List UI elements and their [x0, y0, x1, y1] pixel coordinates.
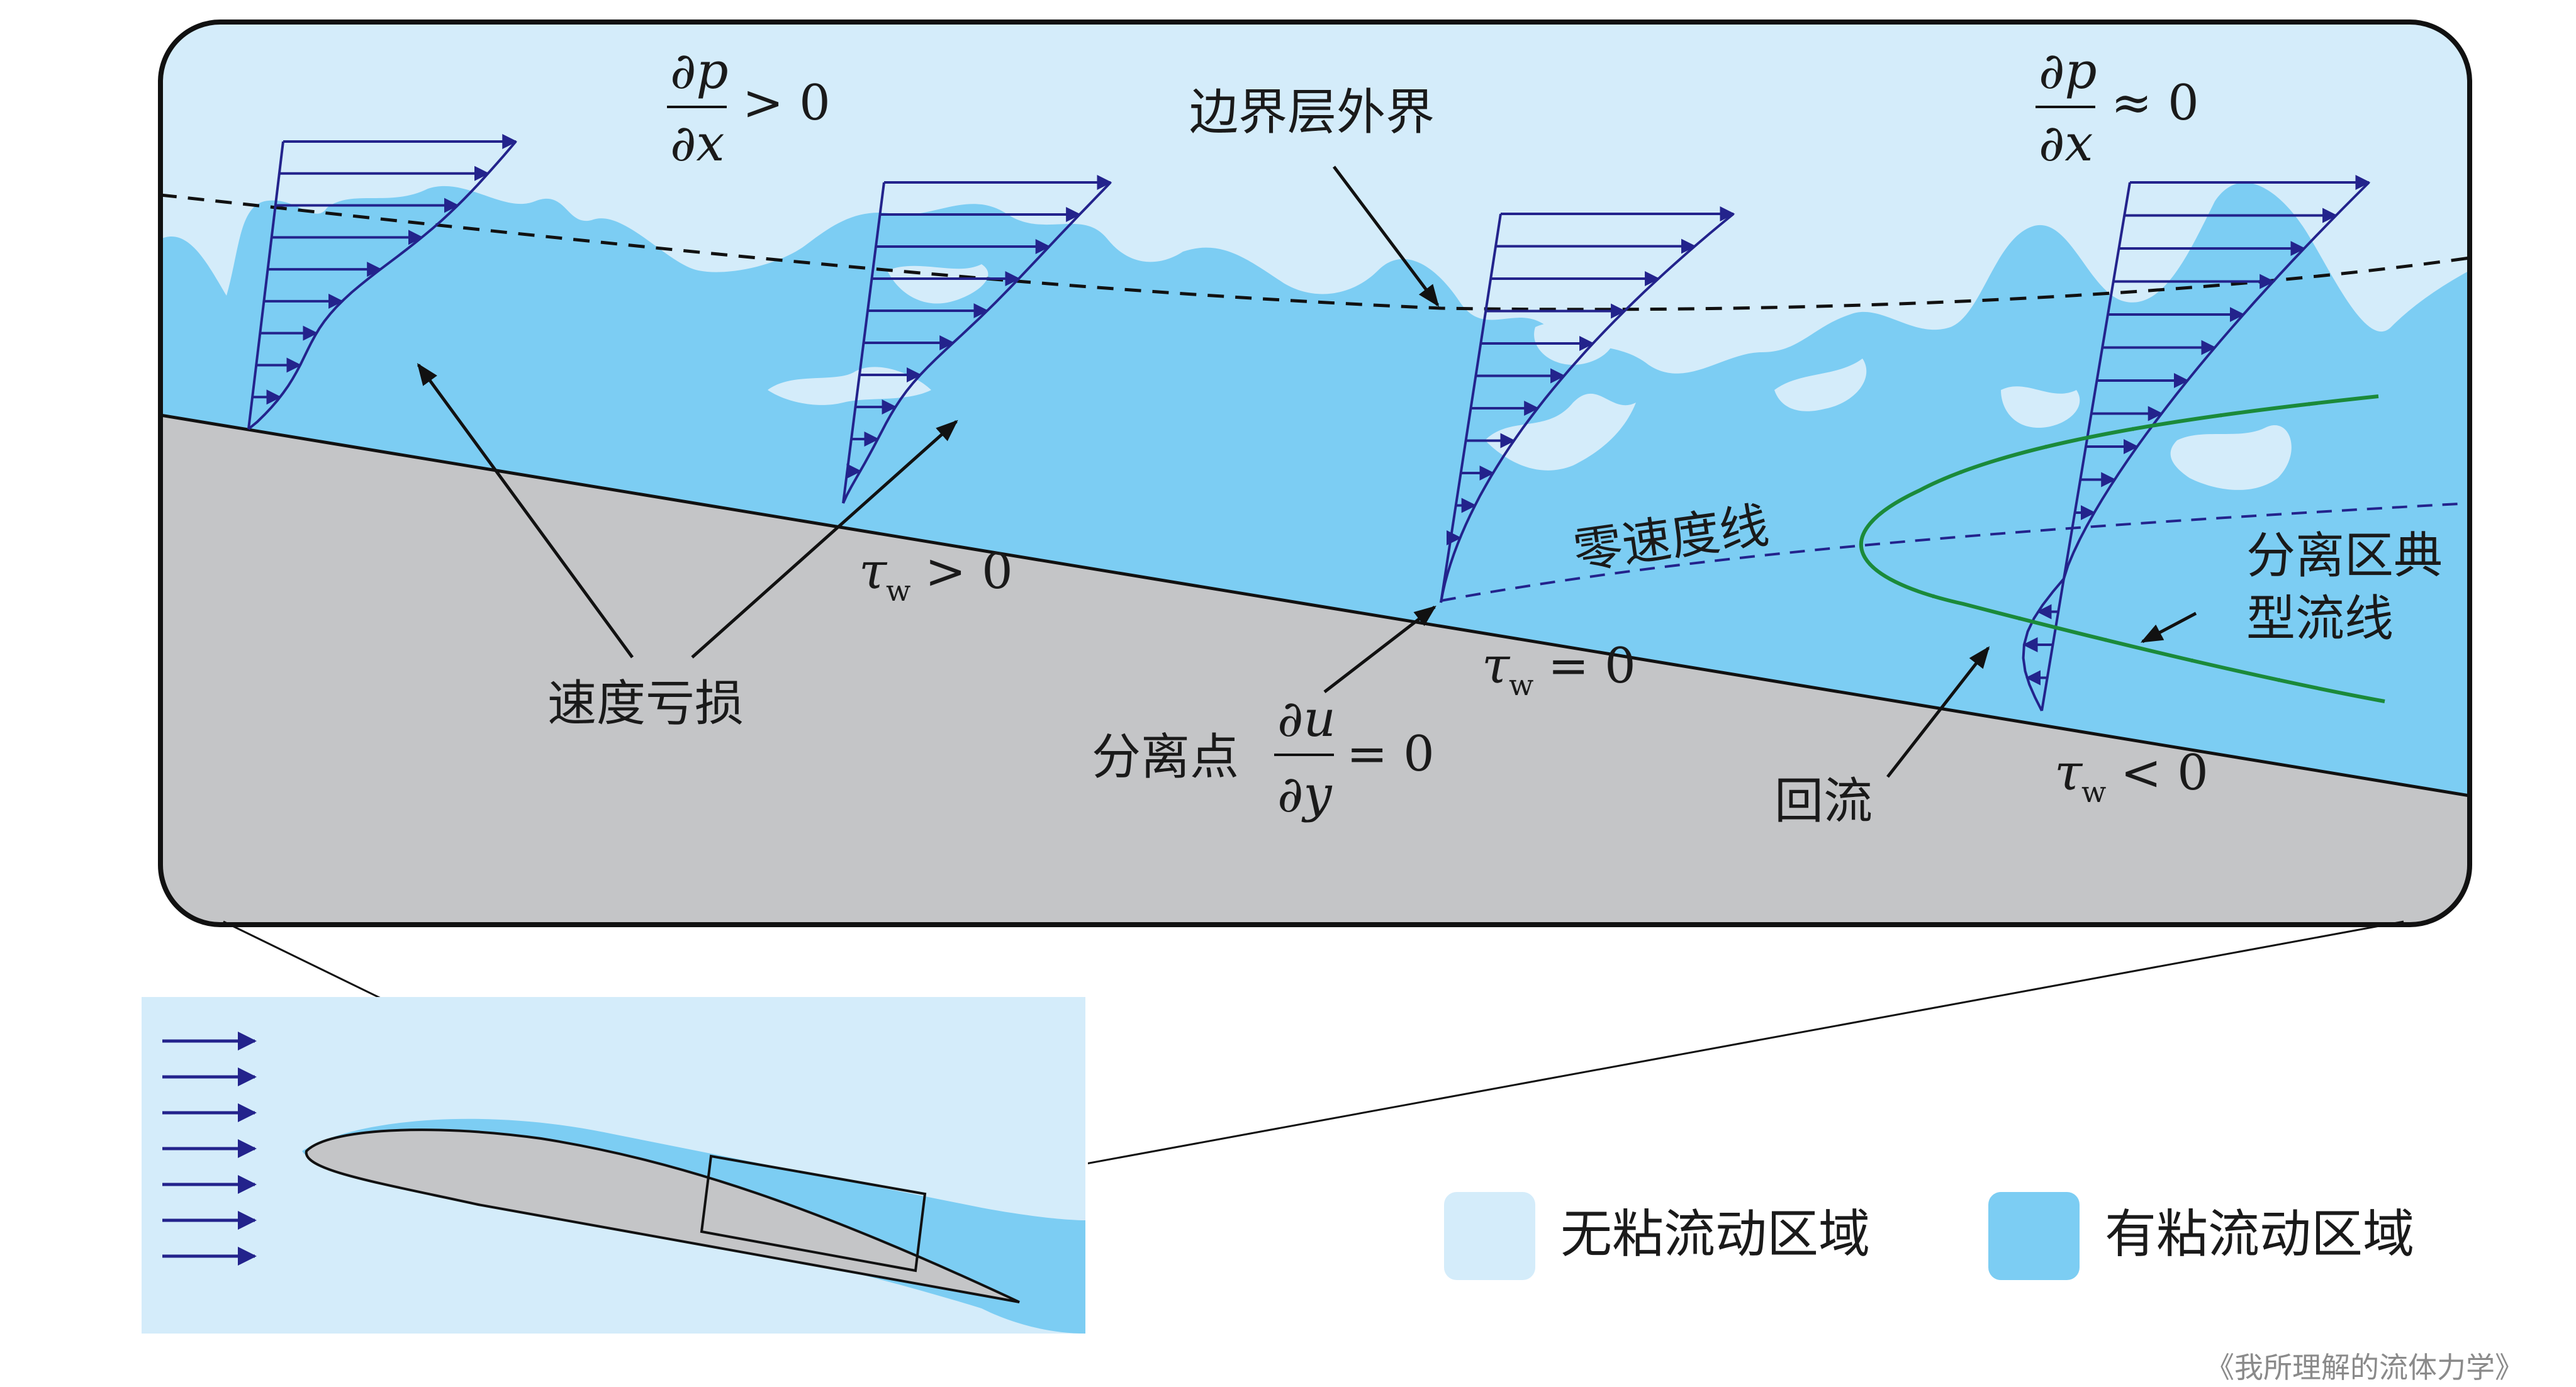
magnified-panel	[160, 22, 2470, 925]
wall-shear-positive: τ w > 0	[859, 542, 1013, 608]
dpdx-den: ∂x	[670, 114, 724, 172]
dudy-rel: = 0	[1347, 726, 1435, 783]
tau-rel: > 0	[925, 543, 1013, 600]
velocity-profile	[1440, 206, 1735, 603]
velocity-profiles	[247, 134, 2371, 711]
annotation-leaders	[417, 165, 2197, 778]
boundary-layer-edge-label: 边界层外界	[1189, 84, 1435, 141]
tau-subscript: w	[886, 574, 910, 608]
wall-surface	[160, 415, 2470, 925]
dpdx-rel: > 0	[742, 75, 831, 131]
streamline-arrow-icon	[2188, 658, 2197, 663]
dpdx-num: ∂p	[670, 42, 729, 100]
legend-swatch-viscous	[1988, 1192, 2080, 1280]
velocity-profile	[842, 175, 1112, 504]
leader-boundary-edge	[1333, 165, 1440, 307]
streamline-arrow-icon	[1957, 470, 1964, 474]
wall-shear-negative: τ w < 0	[2054, 743, 2209, 809]
viscous-region	[160, 182, 2470, 799]
tau-symbol: τ	[2054, 743, 2083, 801]
dpdx2-rel: ≈ 0	[2111, 75, 2199, 131]
streamline-arrow-icon	[2042, 444, 2049, 449]
boundary-layer-edge-line	[160, 193, 2470, 311]
tau-subscript: w	[2081, 775, 2106, 809]
freestream-arrows	[162, 1032, 257, 1266]
pressure-gradient-positive: ∂p ∂x > 0	[667, 42, 831, 172]
streamline-arrow-icon	[1930, 594, 1937, 599]
zoom-box	[700, 1154, 927, 1273]
typical-streamline-label-line1: 分离区典	[2246, 528, 2443, 584]
tau-symbol: τ	[859, 542, 888, 600]
separation-point-label: 分离点	[1092, 729, 1239, 786]
leader-deficit-2	[691, 420, 958, 659]
velocity-profile	[247, 134, 518, 430]
streamline-arrows	[1930, 401, 2312, 682]
legend: 无粘流动区域 有粘流动区域	[1444, 1192, 2414, 1280]
typical-streamline-label-line2: 型流线	[2246, 591, 2394, 647]
dpdx2-den: ∂x	[2039, 114, 2093, 172]
streamline-arrow-icon	[2129, 426, 2136, 432]
dudy-num: ∂u	[1277, 689, 1336, 748]
leader-backflow	[1886, 646, 1990, 778]
velocity-gradient-zero: ∂u ∂y = 0	[1274, 689, 1435, 823]
tau-symbol: τ	[1482, 636, 1511, 694]
leader-separation-point	[1323, 605, 1436, 693]
inviscid-inclusions	[768, 264, 2292, 490]
backflow-label: 回流	[1774, 773, 1873, 830]
pressure-gradient-zero: ∂p ∂x ≈ 0	[2036, 42, 2199, 172]
wall-shear-zero: τ w = 0	[1482, 636, 1636, 702]
legend-label-inviscid: 无粘流动区域	[1560, 1205, 1870, 1264]
legend-swatch-inviscid	[1444, 1192, 1535, 1280]
profile-envelope	[247, 140, 517, 430]
airfoil-inset	[142, 997, 1088, 1334]
wall-line	[160, 413, 2470, 798]
streamline-arrow-icon	[2275, 677, 2283, 682]
velocity-deficit-label: 速度亏损	[547, 676, 744, 732]
zoom-connector-right	[921, 920, 2404, 1195]
leader-deficit-1	[417, 363, 634, 659]
airfoil-shape	[305, 1128, 1020, 1303]
separation-streamline	[1859, 394, 2385, 703]
book-credit: 《我所理解的流体力学》	[2205, 1351, 2524, 1384]
panel-frame	[158, 19, 2472, 927]
tau-rel: = 0	[1548, 638, 1636, 694]
streamline-path	[1859, 394, 2385, 703]
streamline-arrow-icon	[2016, 616, 2024, 621]
dpdx2-num: ∂p	[2039, 42, 2097, 100]
dudy-den: ∂y	[1277, 765, 1333, 823]
streamline-arrow-icon	[2102, 637, 2110, 642]
tau-rel: < 0	[2120, 745, 2209, 801]
leader-streamline	[2140, 611, 2197, 643]
legend-label-viscous: 有粘流动区域	[2105, 1205, 2414, 1264]
zero-velocity-line	[1440, 502, 2470, 602]
tau-subscript: w	[1509, 668, 1533, 702]
profile-baseline	[247, 141, 284, 430]
